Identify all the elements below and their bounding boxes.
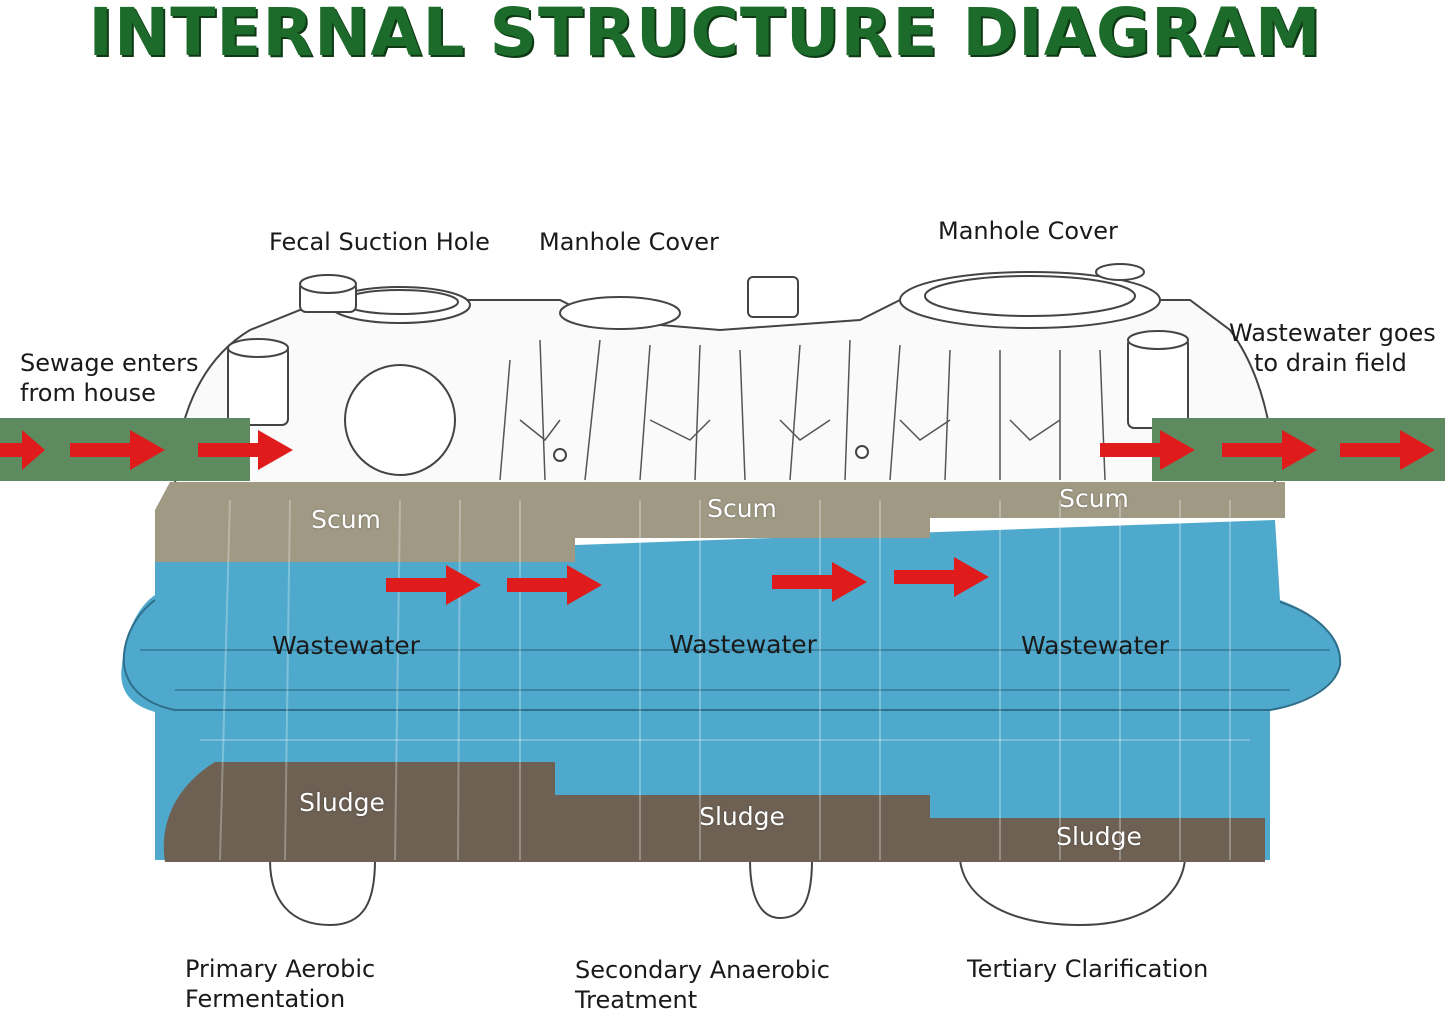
- label-sludge-1: Sludge: [299, 788, 385, 817]
- label-primary-line2: Fermentation: [185, 985, 346, 1013]
- label-manhole-cover-2: Manhole Cover: [938, 217, 1118, 245]
- tank-top-outline: [173, 263, 1277, 491]
- scum-layer: [155, 482, 1285, 562]
- label-inlet-line2: from house: [20, 379, 156, 407]
- label-fecal-suction-hole: Fecal Suction Hole: [269, 228, 490, 256]
- liquid-layers: [121, 482, 1342, 862]
- label-secondary-line1: Secondary Anaerobic: [575, 956, 830, 984]
- flow-arrow: [70, 430, 165, 470]
- label-outlet-line1: Wastewater goes: [1229, 319, 1436, 347]
- label-inlet-line1: Sewage enters: [20, 349, 199, 377]
- label-wastewater-3: Wastewater: [1021, 631, 1169, 660]
- label-scum-3: Scum: [1059, 484, 1129, 513]
- label-secondary-line2: Treatment: [575, 986, 698, 1013]
- label-tertiary: Tertiary Clarification: [967, 955, 1209, 983]
- label-scum-2: Scum: [707, 494, 777, 523]
- flow-arrow: [507, 565, 602, 605]
- label-manhole-cover-1: Manhole Cover: [539, 228, 719, 256]
- label-wastewater-2: Wastewater: [669, 630, 817, 659]
- flow-arrow: [0, 430, 45, 470]
- label-primary-line1: Primary Aerobic: [185, 955, 376, 983]
- flow-arrow: [772, 562, 867, 602]
- label-sludge-2: Sludge: [699, 802, 785, 831]
- tank-bottom-outline: [268, 859, 1187, 927]
- label-sludge-3: Sludge: [1056, 822, 1142, 851]
- diagram-title: INTERNAL STRUCTURE DIAGRAM: [88, 0, 1322, 71]
- flow-arrow: [1222, 430, 1317, 470]
- sludge-layer: [163, 762, 1266, 862]
- flow-arrow: [1340, 430, 1435, 470]
- flow-arrow: [386, 565, 481, 605]
- flow-arrow: [198, 430, 293, 470]
- flow-arrows: [0, 430, 1435, 605]
- label-scum-1: Scum: [311, 505, 381, 534]
- flow-arrow: [1100, 430, 1195, 470]
- label-outlet-line2: to drain field: [1254, 349, 1407, 377]
- label-wastewater-1: Wastewater: [272, 631, 420, 660]
- flow-arrow: [894, 557, 989, 597]
